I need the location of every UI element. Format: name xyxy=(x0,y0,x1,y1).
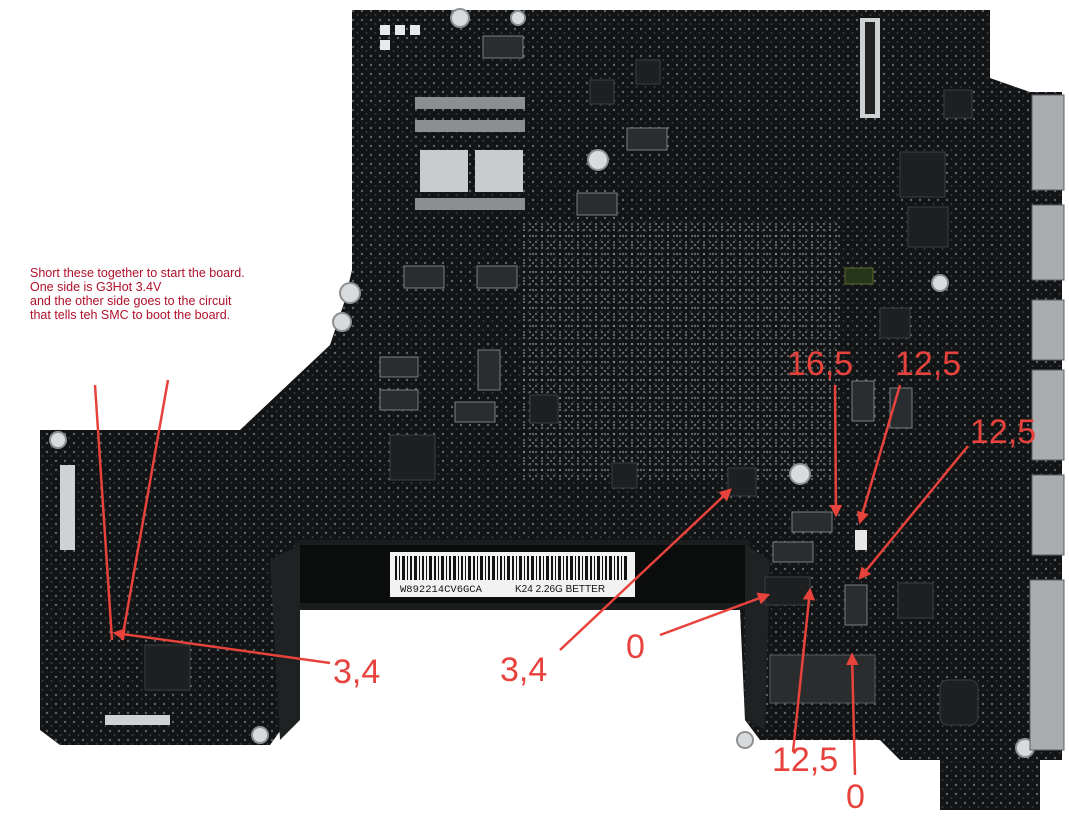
voltage-label: 12,5 xyxy=(772,741,839,779)
chip xyxy=(907,206,949,248)
model-label: K24 2.26G BETTER xyxy=(515,584,605,595)
capacitor xyxy=(379,356,419,378)
capacitor xyxy=(379,389,419,411)
resistor xyxy=(855,530,867,550)
arrow xyxy=(559,488,732,651)
chip xyxy=(635,59,661,85)
capacitor xyxy=(791,511,833,533)
port xyxy=(1031,204,1065,281)
annotation-note: Short these together to start the board.… xyxy=(30,266,245,322)
chip xyxy=(897,582,934,619)
voltage-label: 3,4 xyxy=(500,651,548,689)
inductor xyxy=(844,267,874,285)
arrow xyxy=(112,628,331,665)
capacitor xyxy=(476,265,518,289)
voltage-label: 0 xyxy=(846,778,865,816)
mount-hole xyxy=(450,8,470,28)
arrow xyxy=(858,445,969,580)
mount-hole xyxy=(49,431,67,449)
port xyxy=(1031,299,1065,361)
port xyxy=(1031,94,1065,191)
mount-hole xyxy=(587,149,609,171)
chip xyxy=(727,467,757,497)
barcode-sticker: W892214CV6GCA K24 2.26G BETTER xyxy=(390,552,635,597)
arrow xyxy=(829,384,843,518)
arrow xyxy=(846,652,859,776)
mount-hole xyxy=(789,463,811,485)
capacitor xyxy=(851,380,875,422)
annotation-line: One side is G3Hot 3.4V xyxy=(30,280,162,294)
chip xyxy=(879,307,911,339)
annotation-line: that tells teh SMC to boot the board. xyxy=(30,308,231,322)
serial-number: W892214CV6GCA xyxy=(400,584,483,596)
mount-hole xyxy=(736,731,754,749)
chip xyxy=(529,394,559,424)
arrow xyxy=(791,587,816,753)
bottom-connector xyxy=(769,654,876,704)
ribbon-connector xyxy=(60,465,75,550)
bga-area xyxy=(520,220,840,480)
chip xyxy=(389,434,436,481)
capacitor xyxy=(454,401,496,423)
capacitor xyxy=(482,35,524,59)
port xyxy=(1031,369,1065,461)
chip xyxy=(899,151,946,198)
mount-hole xyxy=(510,10,526,26)
pad-array xyxy=(475,150,523,192)
voltage-label: 16,5 xyxy=(787,345,854,383)
capacitor xyxy=(477,349,501,391)
annotation-line: Short these together to start the board. xyxy=(30,266,245,280)
capacitor xyxy=(576,192,618,216)
voltage-label: 0 xyxy=(626,628,645,666)
port xyxy=(1029,579,1065,751)
arrow xyxy=(659,592,771,637)
pointer-line xyxy=(120,379,170,641)
pointer-line xyxy=(93,384,114,641)
capacitor xyxy=(844,584,868,626)
annotation-line: and the other side goes to the circuit xyxy=(30,294,232,308)
voltage-label: 12,5 xyxy=(970,413,1037,451)
capacitor xyxy=(626,127,668,151)
mount-hole xyxy=(339,282,361,304)
voltage-label: 3,4 xyxy=(333,653,381,691)
ribbon-connector xyxy=(105,715,170,725)
chip xyxy=(943,89,973,119)
mount-hole xyxy=(931,274,949,292)
chip xyxy=(764,576,811,606)
arrow xyxy=(856,384,902,525)
port xyxy=(1031,474,1065,556)
chip xyxy=(144,644,191,691)
voltage-label: 12,5 xyxy=(895,345,962,383)
mount-hole xyxy=(251,726,269,744)
pad-array xyxy=(420,150,468,192)
mount-hole xyxy=(332,312,352,332)
chip xyxy=(589,79,615,105)
chip xyxy=(939,679,979,726)
capacitor xyxy=(403,265,445,289)
capacitor xyxy=(772,541,814,563)
chip xyxy=(611,462,638,489)
